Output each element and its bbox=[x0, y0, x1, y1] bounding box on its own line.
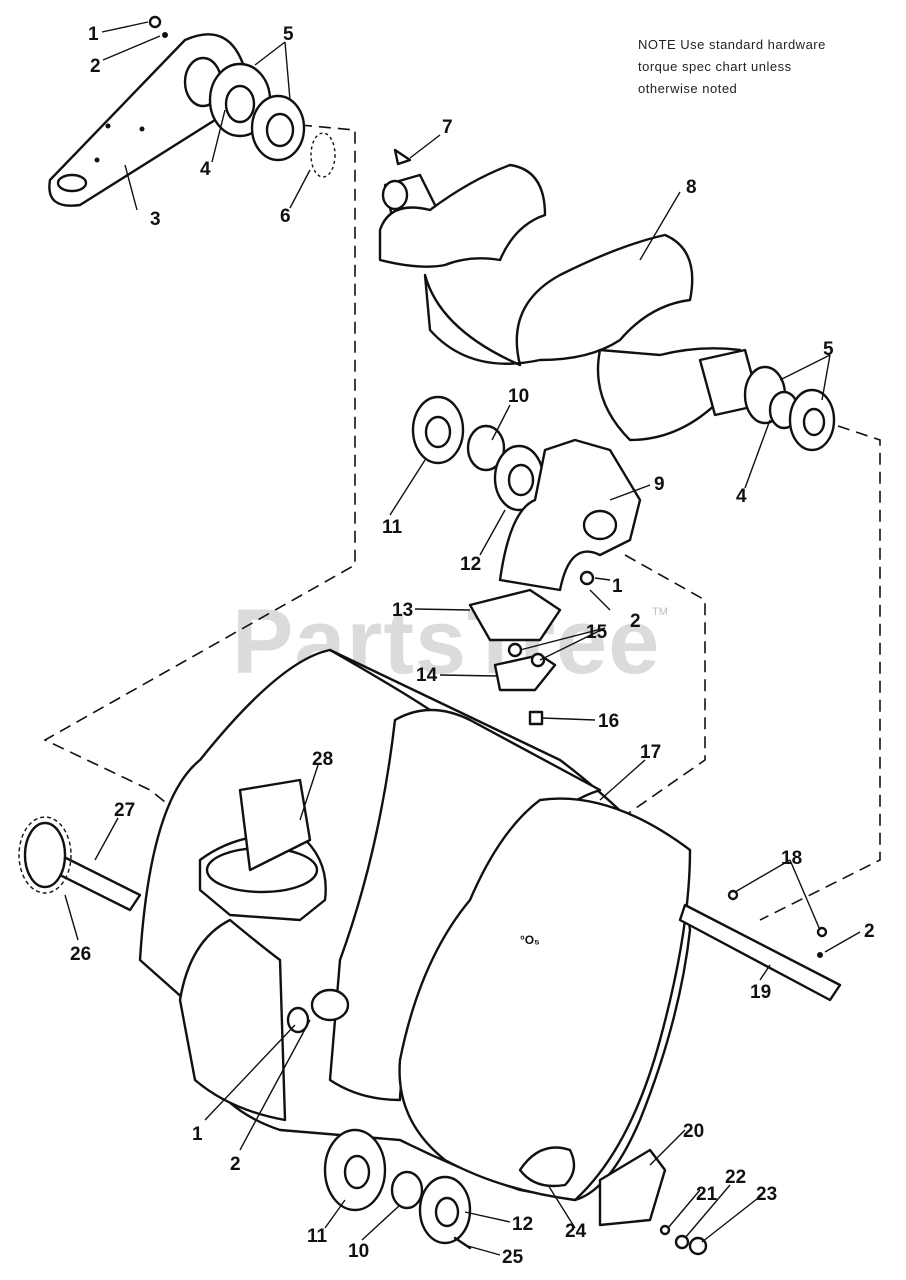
callout-1: 1 bbox=[88, 24, 99, 45]
callout-2: 2 bbox=[864, 921, 875, 942]
gearbox-part bbox=[411, 395, 642, 592]
callout-19: 19 bbox=[750, 982, 771, 1003]
mounting-plates bbox=[468, 588, 562, 726]
callout-12: 12 bbox=[460, 554, 481, 575]
callout-numbers: 1 2 3 4 5 6 7 8 5 10 9 11 4 12 1 2 13 15… bbox=[70, 24, 875, 1268]
callout-2: 2 bbox=[230, 1154, 241, 1175]
callout-11: 11 bbox=[382, 517, 403, 538]
callout-25: 25 bbox=[502, 1247, 524, 1268]
callout-7: 7 bbox=[442, 117, 453, 138]
callout-24: 24 bbox=[565, 1221, 587, 1242]
callout-18: 18 bbox=[781, 848, 802, 869]
svg-text:°O₅: °O₅ bbox=[520, 933, 540, 947]
callout-22: 22 bbox=[725, 1167, 746, 1188]
note-line-2: torque spec chart unless bbox=[638, 59, 792, 74]
callout-21: 21 bbox=[696, 1184, 718, 1205]
callout-14: 14 bbox=[416, 665, 438, 686]
callout-15: 15 bbox=[586, 622, 608, 643]
callout-4: 4 bbox=[200, 159, 211, 180]
trademark-mark: TM bbox=[652, 606, 668, 618]
callout-9: 9 bbox=[654, 474, 665, 495]
callout-10: 10 bbox=[348, 1241, 369, 1262]
support-bar-part bbox=[678, 889, 842, 1002]
callout-4: 4 bbox=[736, 486, 747, 507]
callout-28: 28 bbox=[312, 749, 333, 770]
callout-17: 17 bbox=[640, 742, 661, 763]
callout-20: 20 bbox=[683, 1121, 704, 1142]
callout-6: 6 bbox=[280, 206, 291, 227]
hardware-note: NOTE Use standard hardware torque spec c… bbox=[638, 34, 888, 100]
drive-shaft-part bbox=[18, 816, 142, 912]
callout-2: 2 bbox=[630, 611, 641, 632]
callout-10: 10 bbox=[508, 386, 529, 407]
callout-3: 3 bbox=[150, 209, 161, 230]
note-line-1: NOTE Use standard hardware bbox=[638, 37, 826, 52]
callout-26: 26 bbox=[70, 944, 91, 965]
callout-5: 5 bbox=[283, 24, 294, 45]
callout-1: 1 bbox=[192, 1124, 203, 1145]
callout-2: 2 bbox=[90, 56, 101, 77]
callout-1: 1 bbox=[612, 576, 623, 597]
callout-12: 12 bbox=[512, 1214, 533, 1235]
auger-housing-part: °O₅ bbox=[138, 648, 692, 1202]
arm-plate-part bbox=[48, 15, 336, 207]
callout-leader-lines bbox=[64, 21, 861, 1256]
callout-8: 8 bbox=[686, 177, 697, 198]
auger-part bbox=[378, 148, 836, 452]
callout-5: 5 bbox=[823, 339, 834, 360]
callout-11: 11 bbox=[307, 1226, 328, 1247]
note-line-3: otherwise noted bbox=[638, 81, 738, 96]
callout-27: 27 bbox=[114, 800, 135, 821]
callout-13: 13 bbox=[392, 600, 413, 621]
callout-16: 16 bbox=[598, 711, 619, 732]
callout-23: 23 bbox=[756, 1184, 777, 1205]
lower-bearing-parts bbox=[323, 1128, 708, 1256]
